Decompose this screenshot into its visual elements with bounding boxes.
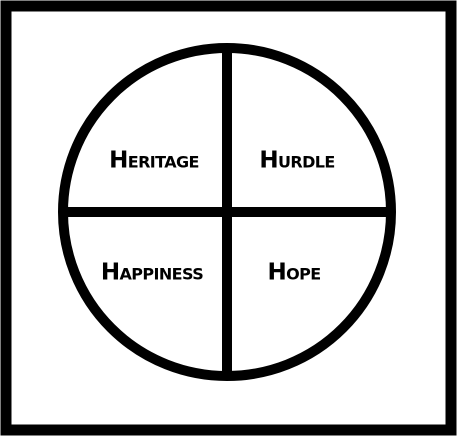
label-hurdle: Hurdle [259,148,334,174]
label-hope: Hope [267,260,320,286]
label-heritage: Heritage [109,148,199,174]
label-happiness: Happiness [101,260,203,286]
